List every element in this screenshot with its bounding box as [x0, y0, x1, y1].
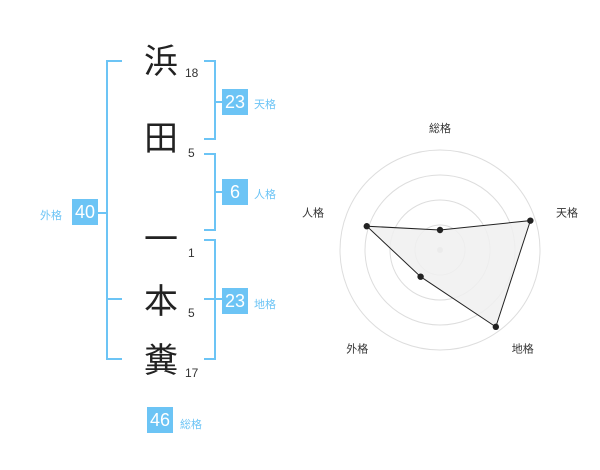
stroke-count-5: 17 — [185, 366, 199, 380]
radar-point-1 — [436, 226, 444, 234]
gaikaku-label: 外格 — [40, 209, 62, 222]
kanji-char-5: 糞 — [144, 341, 178, 381]
chikaku-label: 地格 — [254, 298, 276, 311]
kanji-char-3: 一 — [144, 220, 178, 260]
soukaku-label: 総格 — [180, 418, 202, 431]
jinkaku-label: 人格 — [254, 188, 276, 201]
radar-point-2 — [527, 217, 534, 224]
tenkaku-label: 天格 — [254, 98, 276, 111]
radar-axis-label: 総格 — [429, 121, 451, 135]
radar-point-4 — [417, 273, 424, 280]
radar-point-3 — [492, 323, 500, 331]
kanji-char-1: 浜 — [144, 42, 178, 82]
stroke-count-3: 1 — [188, 246, 195, 260]
radar-axis-label: 人格 — [302, 205, 324, 219]
radar-point-5 — [363, 223, 370, 230]
soukaku-value: 46 — [147, 407, 173, 433]
tenkaku-value: 23 — [222, 89, 248, 115]
radar-axis-label: 外格 — [346, 342, 368, 356]
kanji-char-2: 田 — [144, 119, 178, 159]
stroke-count-1: 18 — [185, 66, 199, 80]
chikaku-value: 23 — [222, 288, 248, 314]
radar-ring — [339, 149, 541, 351]
radar-polygon — [365, 220, 532, 328]
radar-points — [363, 217, 534, 331]
radar-grid — [339, 149, 541, 351]
radar-axis-label: 地格 — [512, 342, 534, 356]
jinkaku-value: 6 — [222, 179, 248, 205]
kanji-char-4: 本 — [144, 282, 178, 322]
radar-axis-label: 天格 — [556, 205, 578, 219]
stroke-count-4: 5 — [188, 306, 195, 320]
stroke-count-2: 5 — [188, 146, 195, 160]
gaikaku-value: 40 — [72, 199, 98, 225]
